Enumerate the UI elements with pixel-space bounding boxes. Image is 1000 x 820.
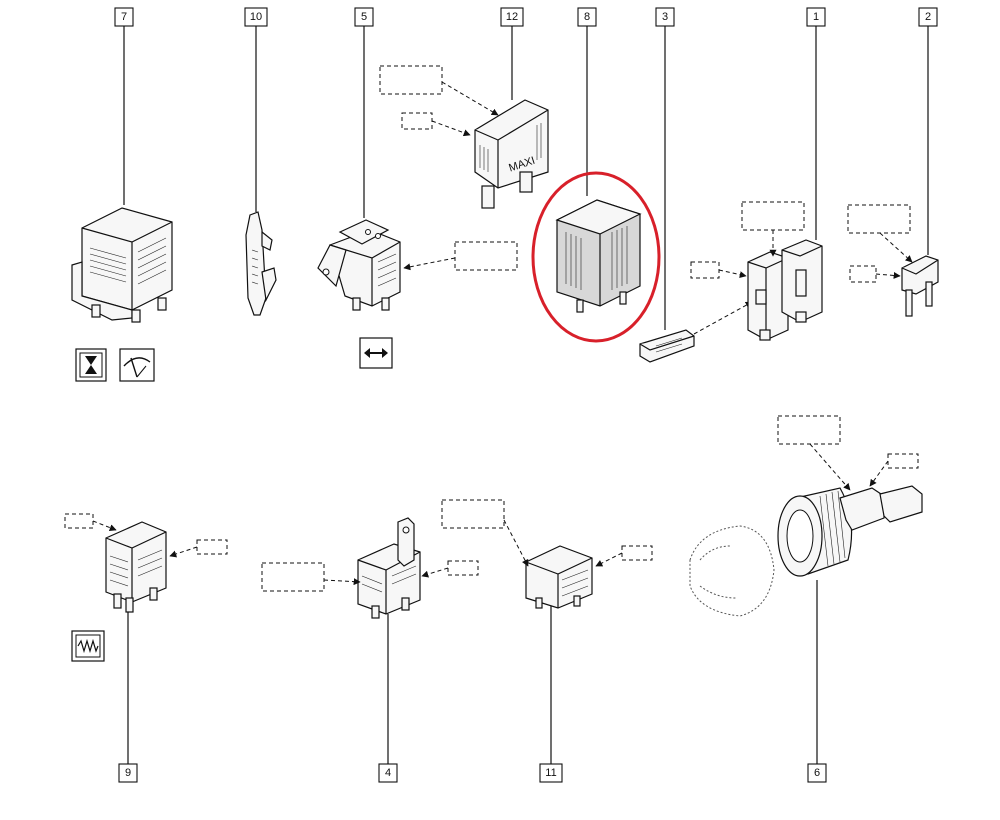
- part-4-relay[interactable]: [357, 517, 421, 619]
- part-4-reference-boxes: [261, 560, 479, 592]
- part-10-shunt[interactable]: [245, 211, 277, 316]
- hourglass-icon: [75, 348, 107, 382]
- callout-8-label: 8: [584, 11, 590, 23]
- callout-9[interactable]: 9: [118, 610, 138, 783]
- part-11-reference-boxes: [441, 499, 653, 567]
- part-6-socket[interactable]: [777, 485, 923, 577]
- callout-2-label: 2: [925, 11, 931, 23]
- callout-6[interactable]: 6: [807, 580, 827, 783]
- callout-12[interactable]: 12: [500, 7, 524, 100]
- part-1-reference-boxes: [690, 201, 805, 279]
- callout-4-label: 4: [385, 767, 391, 779]
- part-5-reference-box: [403, 241, 518, 271]
- part-7-relay[interactable]: [71, 207, 173, 323]
- part-6-bulb-outline: [689, 525, 775, 617]
- callout-7[interactable]: 7: [114, 7, 134, 205]
- part-1-fuse-holder[interactable]: [747, 239, 823, 341]
- callout-2[interactable]: 2: [918, 7, 938, 255]
- part-9-reference-boxes: [64, 513, 228, 558]
- callout-8[interactable]: 8: [577, 7, 597, 196]
- callout-10[interactable]: 10: [244, 7, 268, 212]
- part-9-relay[interactable]: [105, 521, 167, 613]
- part-12-maxi-fuse[interactable]: MAXI: [474, 99, 549, 209]
- callout-10-label: 10: [250, 11, 262, 23]
- callout-3-label: 3: [662, 11, 668, 23]
- heater-wave-icon: [71, 630, 105, 662]
- callout-3[interactable]: 3: [655, 7, 675, 330]
- callout-4[interactable]: 4: [378, 614, 398, 783]
- part-2-reference-boxes: [847, 204, 913, 283]
- callout-11[interactable]: 11: [539, 606, 563, 783]
- wiper-icon: [119, 348, 155, 382]
- part-3-clip[interactable]: [639, 301, 753, 363]
- double-arrow-icon: [359, 337, 393, 369]
- callout-1[interactable]: 1: [806, 7, 826, 240]
- part-5-relay[interactable]: [317, 219, 401, 311]
- callout-7-label: 7: [121, 11, 127, 23]
- part-11-relay[interactable]: [525, 545, 593, 609]
- part-6-reference-boxes: [777, 415, 919, 491]
- part-8-relay[interactable]: [555, 199, 642, 313]
- callout-5[interactable]: 5: [354, 7, 374, 218]
- callout-9-label: 9: [125, 767, 131, 779]
- callout-5-label: 5: [361, 11, 367, 23]
- part-12-reference-boxes: [379, 65, 499, 137]
- callout-6-label: 6: [814, 767, 820, 779]
- callout-12-label: 12: [506, 11, 518, 23]
- callout-1-label: 1: [813, 11, 819, 23]
- highlight-circle: [531, 171, 661, 343]
- part-2-mini-fuse[interactable]: [901, 255, 939, 317]
- callout-11-label: 11: [545, 767, 556, 779]
